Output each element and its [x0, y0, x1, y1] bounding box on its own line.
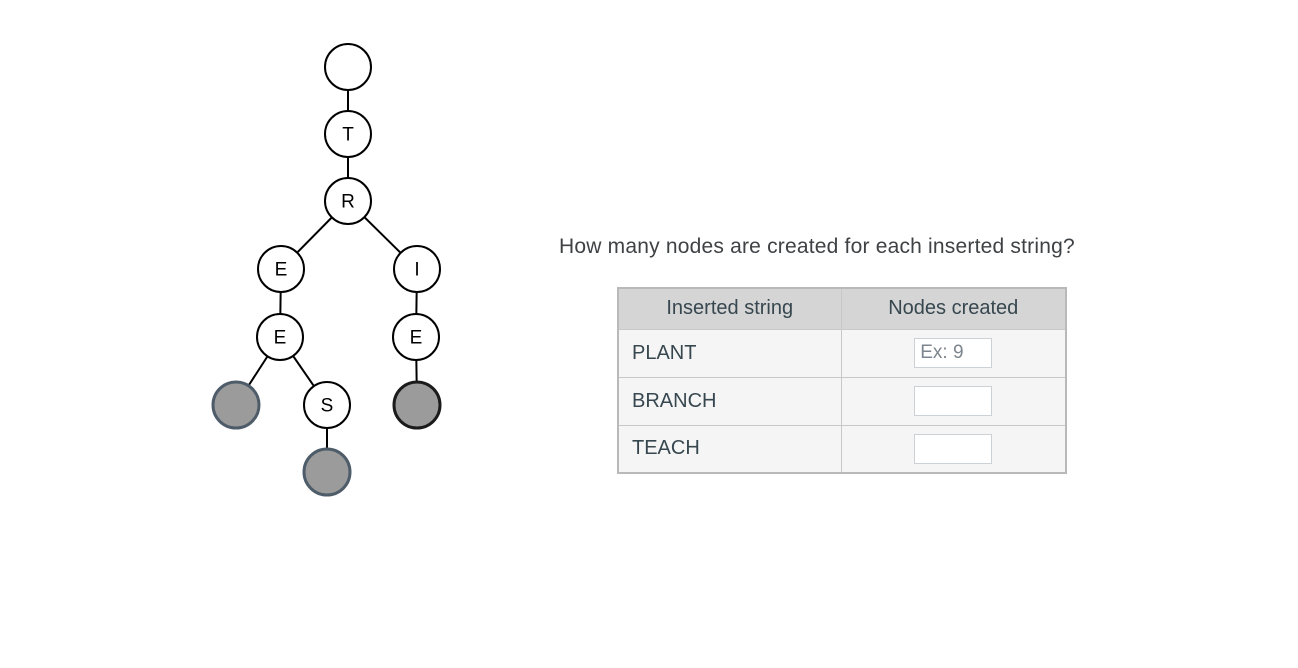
tree-node-t — [324, 110, 372, 158]
table-header-row: Inserted string Nodes created — [617, 287, 1067, 330]
row-label-branch: BRANCH — [617, 376, 842, 426]
question-text: How many nodes are created for each inse… — [559, 235, 1075, 258]
tree-node-e3 — [392, 313, 440, 361]
nodes-created-input-plant[interactable] — [914, 338, 993, 368]
row-label-plant: PLANT — [617, 328, 842, 378]
tree-node-root — [324, 43, 372, 91]
table-row-teach: TEACH — [617, 424, 1067, 474]
trie-diagram: T R E I E E S — [211, 43, 442, 497]
table-row-plant: PLANT — [617, 328, 1067, 378]
terminal-node-term2 — [392, 380, 442, 430]
terminal-node-term1 — [211, 380, 261, 430]
tree-node-label-s: S — [321, 396, 334, 417]
tree-node-e2 — [256, 313, 304, 361]
row-label-teach: TEACH — [617, 424, 842, 474]
tree-node-r — [324, 177, 372, 225]
tree-node-label-i1: I — [414, 260, 419, 281]
tree-node-label-e2: E — [274, 328, 287, 349]
nodes-created-input-branch[interactable] — [914, 386, 993, 416]
tree-node-e1 — [257, 245, 305, 293]
tree-node-label-e3: E — [410, 328, 423, 349]
terminal-node-term3 — [302, 447, 352, 497]
tree-node-label-t: T — [342, 125, 354, 146]
answer-table: Inserted string Nodes created PLANT BRAN… — [617, 287, 1067, 474]
column-header-nodes-created: Nodes created — [840, 287, 1067, 330]
tree-node-s — [303, 381, 351, 429]
nodes-created-input-teach[interactable] — [914, 433, 993, 464]
tree-node-i1 — [393, 245, 441, 293]
column-header-inserted-string: Inserted string — [617, 287, 842, 330]
tree-node-label-r: R — [341, 192, 355, 213]
tree-node-label-e1: E — [275, 260, 288, 281]
table-row-branch: BRANCH — [617, 376, 1067, 426]
